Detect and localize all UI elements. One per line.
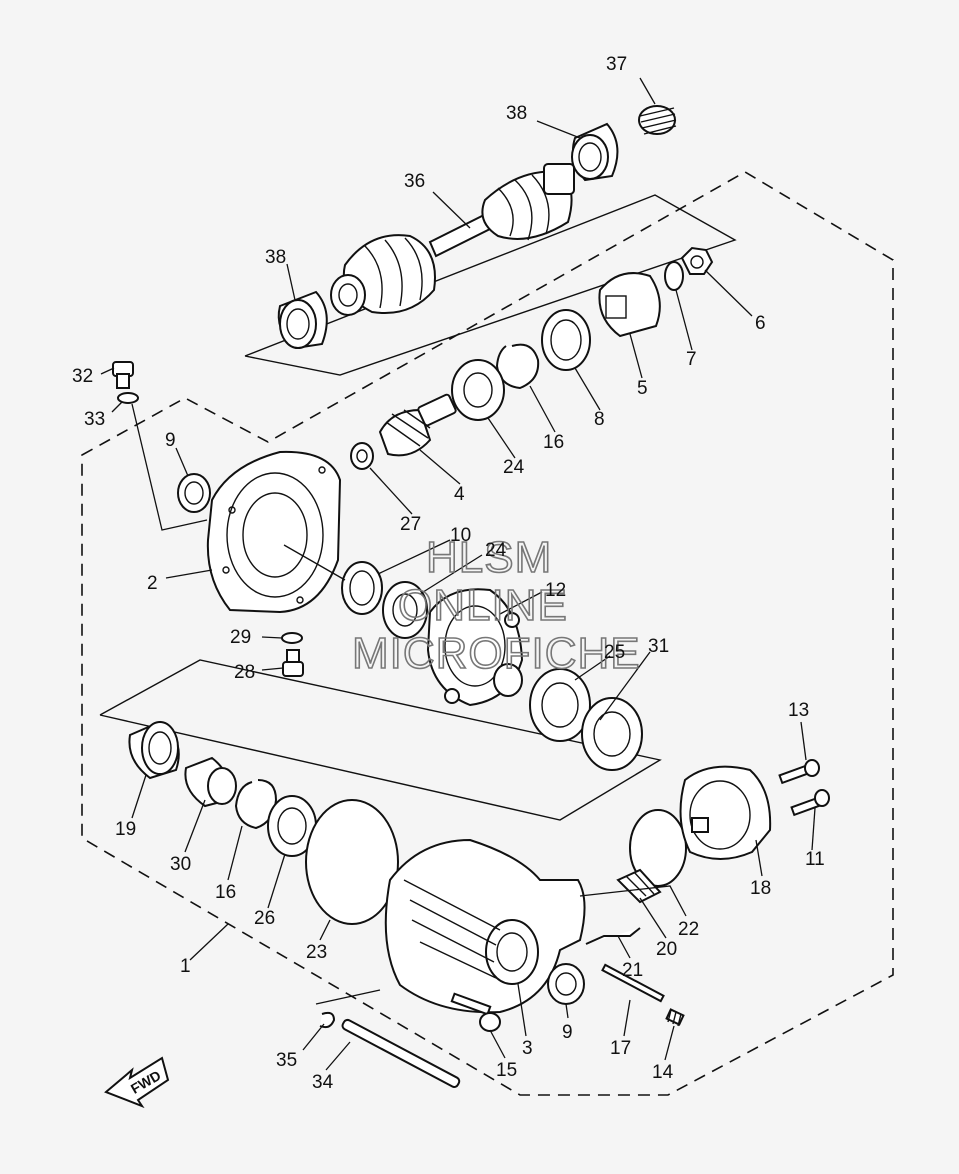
leader-lines — [100, 77, 816, 1071]
callout-label: 27 — [400, 514, 421, 535]
housing-cover-part-2 — [206, 450, 342, 614]
callout-label: 28 — [234, 662, 255, 683]
callout-label: 31 — [648, 636, 669, 657]
oil-seal-part-8 — [541, 309, 591, 371]
watermark: HLSM ONLINE MICROFICHE — [351, 532, 641, 679]
callout-label: 8 — [594, 409, 605, 430]
watermark-line-3: MICROFICHE — [352, 629, 641, 678]
damper-part-20 — [616, 868, 662, 904]
pinion-gear-part-4 — [378, 393, 457, 457]
callout-label: 25 — [604, 642, 625, 663]
oil-seal-part-9-upper — [177, 473, 211, 513]
spring-part-14 — [665, 1008, 685, 1027]
bolt-part-28 — [282, 649, 304, 677]
nut-part-6 — [680, 246, 714, 275]
bearing-part-38-upper — [571, 122, 619, 182]
callout-label: 19 — [115, 819, 136, 840]
clip-part-35 — [319, 1011, 336, 1029]
callout-label: 4 — [454, 484, 465, 505]
bolt-part-32 — [112, 361, 134, 389]
circlip-part-16-lower — [234, 779, 278, 830]
callout-label: 21 — [622, 960, 643, 981]
callout-label: 9 — [562, 1022, 573, 1043]
drive-shaft-group-outline — [244, 194, 737, 376]
callout-label: 5 — [637, 378, 648, 399]
callout-label: 22 — [678, 919, 699, 940]
callout-label: 20 — [656, 939, 677, 960]
callout-label: 6 — [755, 313, 766, 334]
drive-shaft-part-36 — [330, 163, 575, 316]
bearing-part-24-upper — [451, 359, 505, 421]
callout-label: 7 — [686, 349, 697, 370]
callout-label: 1 — [180, 956, 191, 977]
bearing-part-25 — [529, 668, 591, 742]
callout-label: 24 — [485, 540, 507, 561]
gear-case-group-outline — [99, 659, 662, 821]
callout-label: 38 — [265, 247, 286, 268]
callout-label: 33 — [84, 409, 105, 430]
callout-label: 11 — [805, 849, 825, 870]
callout-label: 35 — [276, 1050, 297, 1071]
callout-label: 10 — [450, 525, 471, 546]
callout-label: 16 — [543, 432, 564, 453]
callout-label: 37 — [606, 54, 627, 75]
callout-label: 2 — [147, 573, 158, 594]
callout-label: 13 — [788, 700, 809, 721]
spring-part-37 — [638, 105, 677, 135]
circlip-part-16-upper — [495, 343, 540, 390]
main-assembly-dashed-outline — [81, 171, 894, 1096]
gasket-part-23 — [305, 799, 399, 925]
shift-rod-part-17 — [601, 963, 665, 1003]
watermark-line-2: ONLINE — [398, 581, 568, 630]
callout-label: 16 — [215, 882, 236, 903]
callout-label: 3 — [522, 1038, 533, 1059]
callout-label: 34 — [312, 1072, 334, 1093]
callout-label: 18 — [750, 878, 771, 899]
axle-pin-part-34 — [341, 1018, 461, 1088]
callout-label: 9 — [165, 430, 176, 451]
differential-gear-part-12 — [426, 588, 524, 707]
callout-label: 29 — [230, 627, 251, 648]
forward-direction-arrow: FWD — [104, 1056, 170, 1109]
needle-bearing-part-30 — [184, 756, 237, 808]
bearing-part-19 — [128, 720, 180, 780]
gear-case-part-1 — [384, 838, 586, 1014]
o-ring-part-22 — [629, 809, 687, 887]
bearing-part-24-middle — [382, 581, 428, 639]
collar-part-27 — [350, 442, 374, 470]
bolt-part-15 — [450, 992, 501, 1032]
o-ring-part-7 — [664, 261, 684, 291]
callout-label: 14 — [652, 1062, 674, 1083]
bolt-part-11 — [790, 789, 830, 817]
callout-label: 12 — [545, 580, 566, 601]
coupling-part-5 — [598, 272, 661, 338]
front-cover-part-18 — [679, 765, 772, 860]
callout-label: 32 — [72, 366, 93, 387]
bearing-part-38-lower — [277, 290, 328, 350]
callout-label: 38 — [506, 103, 527, 124]
bolt-part-13 — [778, 759, 820, 785]
oil-seal-part-9-lower — [547, 963, 585, 1005]
callout-label: 17 — [610, 1038, 631, 1059]
watermark-line-1: HLSM — [426, 533, 552, 582]
callout-label: 23 — [306, 942, 327, 963]
callout-label: 24 — [503, 457, 525, 478]
callout-label: 30 — [170, 854, 191, 875]
callout-label: 15 — [496, 1060, 517, 1081]
breather-hose-part-21 — [585, 927, 641, 945]
callout-labels: 37 38 36 38 6 7 5 8 16 24 4 27 9 32 33 2… — [72, 54, 825, 1093]
shim-part-10 — [341, 561, 383, 615]
washer-part-33 — [117, 392, 139, 404]
callout-label: 36 — [404, 171, 425, 192]
washer-part-29 — [281, 632, 303, 644]
callout-label: 26 — [254, 908, 275, 929]
shim-part-31 — [581, 697, 643, 771]
